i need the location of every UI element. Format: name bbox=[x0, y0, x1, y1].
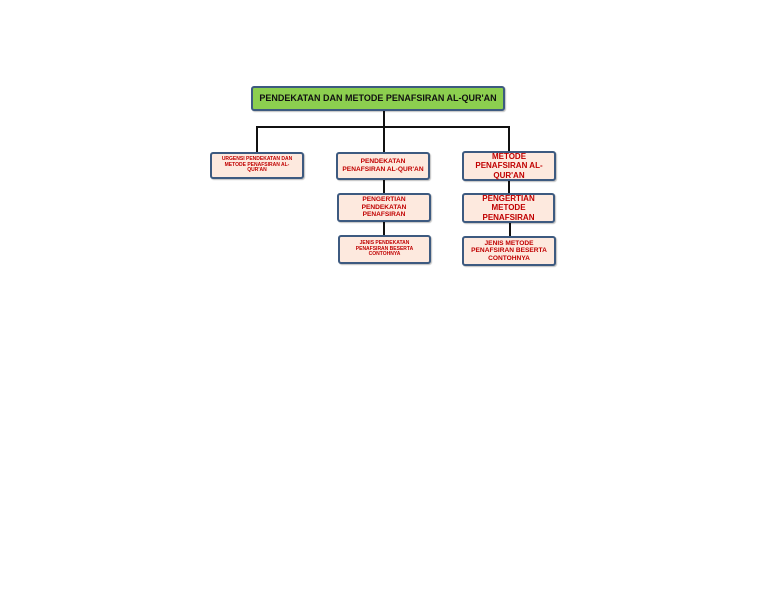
approach-definition-label: PENGERTIAN PENDEKATAN PENAFSIRAN bbox=[361, 196, 407, 219]
branch-urgency-label: URGENSI PENDEKATAN DAN METODE PENAFSIRAN… bbox=[221, 155, 293, 174]
method-types-node: JENIS METODE PENAFSIRAN BESERTA CONTOHNY… bbox=[462, 236, 556, 266]
connector-right-2-3 bbox=[509, 221, 511, 237]
approach-definition-node: PENGERTIAN PENDEKATAN PENAFSIRAN bbox=[337, 193, 431, 222]
approach-types-label: JENIS PENDEKATAN PENAFSIRAN BESERTA CONT… bbox=[355, 239, 414, 258]
branch-approach-label: PENDEKATAN PENAFSIRAN AL-QUR'AN bbox=[342, 158, 424, 173]
connector-root-down bbox=[383, 110, 385, 127]
method-definition-label: PENGERTIAN METODE PENAFSIRAN bbox=[482, 194, 535, 222]
branch-urgency-node: URGENSI PENDEKATAN DAN METODE PENAFSIRAN… bbox=[210, 152, 304, 179]
method-definition-node: PENGERTIAN METODE PENAFSIRAN bbox=[462, 193, 555, 223]
approach-types-node: JENIS PENDEKATAN PENAFSIRAN BESERTA CONT… bbox=[338, 235, 431, 264]
branch-method-label: METODE PENAFSIRAN AL-QUR'AN bbox=[475, 152, 543, 180]
connector-middle-1-2 bbox=[383, 179, 385, 194]
connector-right-drop bbox=[508, 126, 510, 152]
branch-method-node: METODE PENAFSIRAN AL-QUR'AN bbox=[462, 151, 556, 181]
root-node: PENDEKATAN DAN METODE PENAFSIRAN AL-QUR'… bbox=[251, 86, 505, 111]
connector-right-1-2 bbox=[508, 179, 510, 194]
method-types-label: JENIS METODE PENAFSIRAN BESERTA CONTOHNY… bbox=[471, 239, 547, 262]
connector-middle-2-3 bbox=[383, 221, 385, 236]
root-label: PENDEKATAN DAN METODE PENAFSIRAN AL-QUR'… bbox=[259, 93, 497, 104]
branch-approach-node: PENDEKATAN PENAFSIRAN AL-QUR'AN bbox=[336, 152, 430, 180]
connector-middle-drop bbox=[383, 126, 385, 152]
connector-left-drop bbox=[256, 126, 258, 152]
